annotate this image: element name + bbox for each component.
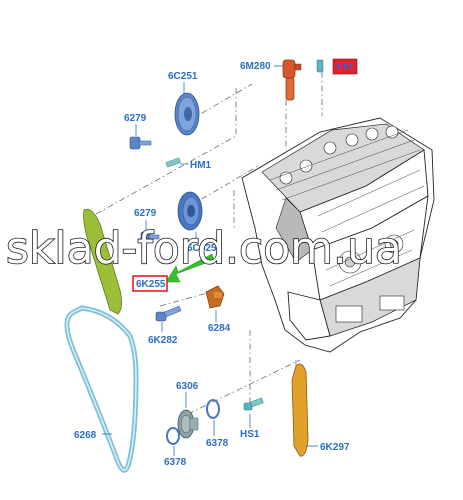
camshaft-sprocket-6c525	[177, 191, 203, 231]
camshaft-sprocket-6c251	[174, 92, 200, 136]
label-6284: 6284	[208, 323, 231, 334]
solenoid-6m280	[282, 59, 302, 101]
label-hs1: HS1	[240, 429, 260, 440]
bolt-6279-mid	[140, 231, 160, 244]
label-6378-left: 6378	[164, 457, 187, 468]
pin-hm1	[165, 157, 181, 168]
chain-guide-6k297	[291, 363, 309, 457]
label-6279-top: 6279	[124, 113, 147, 124]
redbox-6k255	[132, 275, 168, 292]
bolt-6k282	[155, 305, 182, 322]
label-6k282: 6K282	[148, 335, 178, 346]
engine-block	[241, 117, 435, 353]
crank-sprocket-6306	[177, 409, 199, 439]
label-6378-right: 6378	[206, 438, 229, 449]
bolt-6279-upper	[129, 136, 152, 150]
tensioner-6284	[205, 285, 225, 309]
bolt-hs1	[243, 397, 264, 411]
watermark: sklad-ford.com.ua	[6, 223, 402, 274]
label-6k297: 6K297	[320, 442, 350, 453]
redbox-top-label: E52	[337, 62, 353, 72]
leader-lines	[102, 65, 318, 456]
label-6k255: 6K255	[136, 279, 166, 290]
bolt-solenoid	[316, 59, 324, 73]
label-6c525: 6C525	[187, 243, 217, 254]
redbox-top	[332, 58, 358, 75]
label-6m280: 6M280	[240, 61, 271, 72]
label-6306: 6306	[176, 381, 199, 392]
label-6c251: 6C251	[168, 71, 198, 82]
washer-6378-left	[166, 427, 180, 445]
washer-6378-right	[206, 399, 220, 419]
timing-chain-6268	[64, 305, 139, 473]
label-6268: 6268	[74, 430, 97, 441]
chain-guide-6k255	[83, 208, 122, 315]
label-hm1: HM1	[190, 160, 212, 171]
label-6279-mid: 6279	[134, 208, 157, 219]
highlight-arrow	[165, 253, 215, 283]
